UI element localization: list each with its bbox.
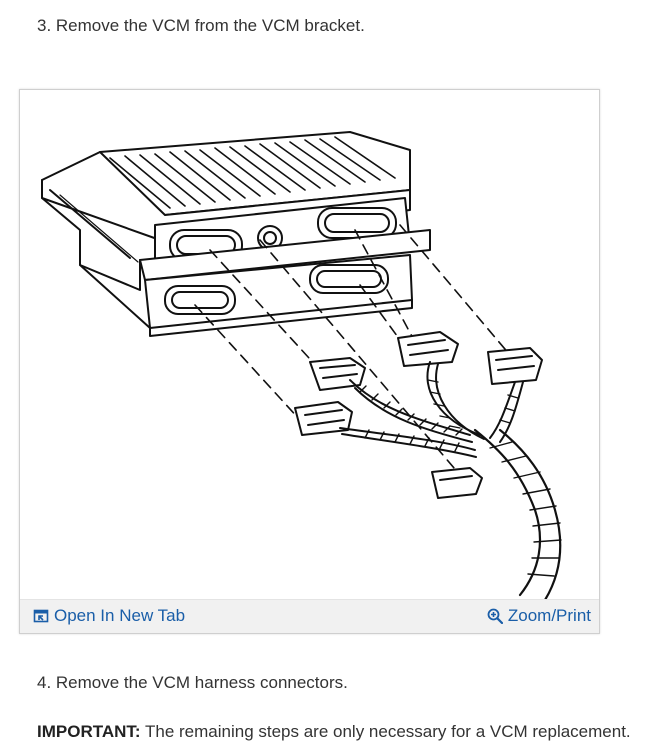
important-text: The remaining steps are only necessary f… <box>140 722 631 741</box>
figure-container: Open In New Tab Zoom/Print <box>19 89 600 634</box>
important-label: IMPORTANT: <box>37 722 141 741</box>
important-note: IMPORTANT: The remaining steps are only … <box>37 722 631 742</box>
harness-connectors <box>294 331 543 499</box>
step-3-text: 3. Remove the VCM from the VCM bracket. <box>37 16 365 35</box>
open-in-new-tab-label: Open In New Tab <box>54 606 186 625</box>
wire-harness <box>339 361 562 600</box>
zoom-print-label: Zoom/Print <box>507 606 591 625</box>
alignment-lines <box>194 224 511 476</box>
zoom-print-link[interactable]: Zoom/Print <box>487 606 591 626</box>
open-in-new-tab-link[interactable]: Open In New Tab <box>33 606 185 626</box>
zoom-in-icon <box>487 608 503 624</box>
vcm-module <box>41 131 431 337</box>
step-4-text: 4. Remove the VCM harness connectors. <box>37 673 348 692</box>
open-in-new-tab-icon <box>33 609 49 623</box>
figure-toolbar: Open In New Tab Zoom/Print <box>20 599 599 633</box>
vcm-connector-diagram <box>41 131 562 600</box>
